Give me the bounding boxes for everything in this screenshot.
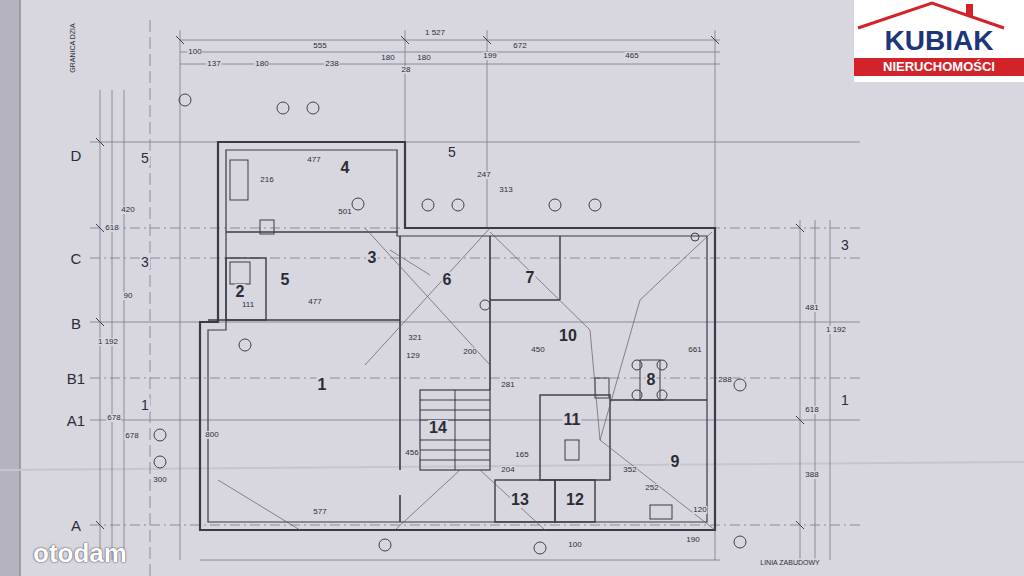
dimension-label: 678 xyxy=(106,414,121,422)
axis-label: B1 xyxy=(66,371,86,386)
dimension-label: 111 xyxy=(241,301,255,309)
dimension-label: 555 xyxy=(312,42,327,50)
dimension-label: 388 xyxy=(804,471,819,479)
dimension-label: 137 xyxy=(206,60,221,68)
dimension-label: 352 xyxy=(622,466,637,474)
dimension-label: 100 xyxy=(187,48,202,56)
dimension-label: 661 xyxy=(687,346,702,354)
dimension-label: 477 xyxy=(307,298,322,306)
axis-number: 1 xyxy=(140,398,150,412)
dimension-label: 477 xyxy=(306,156,321,164)
dimension-label: 120 xyxy=(692,506,707,514)
room-number: 6 xyxy=(442,272,453,288)
watermark: otodam xyxy=(32,540,128,566)
dimension-label: 180 xyxy=(254,60,269,68)
dimension-label: 800 xyxy=(204,431,219,439)
axis-number: 5 xyxy=(447,145,457,159)
logo-box: KUBIAK NIERUCHOMOŚCI xyxy=(854,0,1024,82)
axis-number: 3 xyxy=(840,238,850,252)
dimension-label: 450 xyxy=(530,346,545,354)
room-number: 12 xyxy=(565,492,585,508)
dimension-label: 618 xyxy=(104,224,119,232)
dimension-label: 313 xyxy=(498,186,513,194)
dimension-label: 672 xyxy=(512,42,527,50)
room-number: 5 xyxy=(280,272,291,288)
room-number: 10 xyxy=(558,328,578,344)
room-number: 3 xyxy=(367,250,378,266)
axis-number: 3 xyxy=(140,255,150,269)
room-number: 7 xyxy=(525,270,536,286)
axis-number: 1 xyxy=(840,393,850,407)
room-number: 14 xyxy=(428,420,448,436)
dimension-label: 190 xyxy=(685,536,700,544)
dimension-label: 501 xyxy=(337,208,352,216)
axis-number: 5 xyxy=(140,151,150,165)
dimension-label: 180 xyxy=(416,54,431,62)
dimension-label: 90 xyxy=(123,292,134,300)
dimension-label: 281 xyxy=(500,381,515,389)
dimension-label: 204 xyxy=(500,466,515,474)
dimension-label: 180 xyxy=(380,54,395,62)
dimension-label: 129 xyxy=(405,352,420,360)
dimension-label: 300 xyxy=(152,476,167,484)
room-number: 8 xyxy=(646,372,657,388)
room-number: 4 xyxy=(340,160,351,176)
axis-label: D xyxy=(70,148,83,163)
dimension-label: 165 xyxy=(514,451,529,459)
dimension-label: 1 192 xyxy=(825,326,847,334)
axis-label: A xyxy=(70,518,82,533)
room-number: 13 xyxy=(510,492,530,508)
dimension-label: 618 xyxy=(804,406,819,414)
logo-title: KUBIAK xyxy=(854,26,1024,56)
dimension-label: 678 xyxy=(124,432,139,440)
room-number: 2 xyxy=(235,284,246,300)
dimension-label: 1 527 xyxy=(424,29,446,37)
logo-band: NIERUCHOMOŚCI xyxy=(854,58,1024,76)
dimension-label: 321 xyxy=(407,334,422,342)
note-label: GRANICA DZIA xyxy=(69,22,76,73)
axis-label: A1 xyxy=(66,413,86,428)
dimension-label: 252 xyxy=(644,484,659,492)
dimension-label: 28 xyxy=(401,66,412,74)
dimension-label: 238 xyxy=(324,60,339,68)
dimension-label: 199 xyxy=(482,52,497,60)
axis-label: C xyxy=(70,251,83,266)
room-number: 9 xyxy=(670,454,681,470)
dimension-label: 200 xyxy=(462,348,477,356)
dimension-label: 1 192 xyxy=(97,338,119,346)
dimension-label: 100 xyxy=(567,541,582,549)
room-number: 1 xyxy=(317,377,328,393)
note-label: LINIA ZABUDOWY xyxy=(759,559,821,566)
dimension-label: 481 xyxy=(804,304,819,312)
dimension-label: 456 xyxy=(404,449,419,457)
dimension-label: 465 xyxy=(624,52,639,60)
dimension-label: 420 xyxy=(120,206,135,214)
dimension-label: 216 xyxy=(259,176,274,184)
axis-label: B xyxy=(70,316,82,331)
dimension-label: 288 xyxy=(717,376,732,384)
dimension-label: 247 xyxy=(476,171,491,179)
room-number: 11 xyxy=(563,412,582,428)
dimension-label: 577 xyxy=(312,508,327,516)
